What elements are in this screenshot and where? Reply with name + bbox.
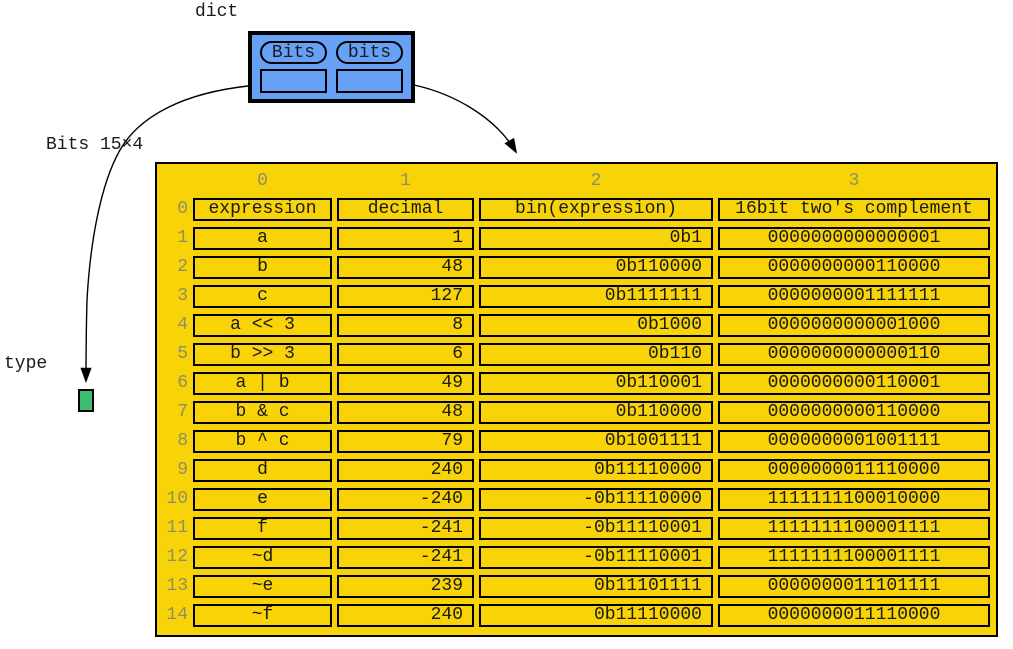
table-cell-r4-c0: a << 3: [193, 314, 332, 337]
table-cell-r8-c3: 0000000001001111: [718, 430, 990, 453]
table-cell-r0-c2: bin(expression): [479, 198, 713, 221]
table-cell-r12-c2: -0b11110001: [479, 546, 713, 569]
table-cell-r2-c2: 0b110000: [479, 256, 713, 279]
dict-node: Bits bits: [248, 31, 415, 103]
table-cell-r4-c2: 0b1000: [479, 314, 713, 337]
dict-variable-label: dict: [195, 2, 239, 22]
row-index-14: 14: [166, 605, 188, 625]
table-cell-r9-c3: 0000000011110000: [718, 459, 990, 482]
table-cell-r0-c1: decimal: [337, 198, 474, 221]
type-label: type: [4, 354, 48, 374]
table-cell-r6-c0: a | b: [193, 372, 332, 395]
table-cell-r3-c1: 127: [337, 285, 474, 308]
table-cell-r2-c1: 48: [337, 256, 474, 279]
table-corner-spacer: [157, 169, 188, 192]
table-cell-r7-c2: 0b110000: [479, 401, 713, 424]
table-cell-r12-c0: ~d: [193, 546, 332, 569]
row-index-11: 11: [166, 518, 188, 538]
dict-key-pill: Bits: [260, 41, 327, 65]
col-index-3: 3: [848, 171, 860, 191]
array-dimensions-label: Bits 15×4: [46, 135, 144, 155]
table-cell-r7-c3: 0000000000110000: [718, 401, 990, 424]
row-index-3: 3: [177, 286, 188, 306]
table-cell-r0-c0: expression: [193, 198, 332, 221]
col-index-1: 1: [400, 171, 411, 191]
table-cell-r5-c2: 0b110: [479, 343, 713, 366]
table-cell-r4-c3: 0000000000001000: [718, 314, 990, 337]
dict-key-pill: bits: [336, 41, 403, 65]
table-cell-r10-c3: 1111111100010000: [718, 488, 990, 511]
row-index-2: 2: [177, 257, 188, 277]
table-cell-r11-c1: -241: [337, 517, 474, 540]
table-cell-r5-c0: b >> 3: [193, 343, 332, 366]
table-cell-r3-c3: 0000000001111111: [718, 285, 990, 308]
dict-entry-bits: bits: [336, 41, 403, 93]
table-cell-r1-c1: 1: [337, 227, 474, 250]
table-cell-r14-c3: 0000000011110000: [718, 604, 990, 627]
table-cell-r5-c3: 0000000000000110: [718, 343, 990, 366]
table-cell-r4-c1: 8: [337, 314, 474, 337]
col-index-2: 2: [590, 171, 602, 191]
arrow-bits-to-table: [413, 84, 518, 154]
table-cell-r13-c2: 0b11101111: [479, 575, 713, 598]
dict-value-slot: [260, 69, 327, 93]
table-cell-r9-c0: d: [193, 459, 332, 482]
dict-entry-Bits: Bits: [260, 41, 327, 93]
row-index-0: 0: [177, 199, 188, 219]
table-cell-r13-c3: 0000000011101111: [718, 575, 990, 598]
table-cell-r3-c0: c: [193, 285, 332, 308]
table-cell-r13-c0: ~e: [193, 575, 332, 598]
type-node: [78, 389, 94, 412]
table-cell-r8-c2: 0b1001111: [479, 430, 713, 453]
table-cell-r11-c0: f: [193, 517, 332, 540]
table-cell-r10-c0: e: [193, 488, 332, 511]
table-cell-r7-c0: b & c: [193, 401, 332, 424]
table-cell-r9-c2: 0b11110000: [479, 459, 713, 482]
table-cell-r10-c1: -240: [337, 488, 474, 511]
table-cell-r14-c1: 240: [337, 604, 474, 627]
table-cell-r9-c1: 240: [337, 459, 474, 482]
table-cell-r5-c1: 6: [337, 343, 474, 366]
row-index-1: 1: [177, 228, 188, 248]
row-index-7: 7: [177, 402, 188, 422]
table-cell-r1-c3: 0000000000000001: [718, 227, 990, 250]
row-index-12: 12: [166, 547, 188, 567]
table-cell-r11-c2: -0b11110001: [479, 517, 713, 540]
table-cell-r1-c0: a: [193, 227, 332, 250]
table-cell-r0-c3: 16bit two's complement: [718, 198, 990, 221]
row-index-6: 6: [177, 373, 188, 393]
table-cell-r12-c3: 1111111100001111: [718, 546, 990, 569]
row-index-8: 8: [177, 431, 188, 451]
table-cell-r2-c0: b: [193, 256, 332, 279]
row-index-10: 10: [166, 489, 188, 509]
row-index-5: 5: [177, 344, 188, 364]
col-index-0: 0: [257, 171, 268, 191]
table-cell-r8-c0: b ^ c: [193, 430, 332, 453]
row-index-9: 9: [177, 460, 188, 480]
table-cell-r2-c3: 0000000000110000: [718, 256, 990, 279]
table-cell-r13-c1: 239: [337, 575, 474, 598]
table-cell-r8-c1: 79: [337, 430, 474, 453]
table-cell-r11-c3: 1111111100001111: [718, 517, 990, 540]
row-index-13: 13: [166, 576, 188, 596]
row-index-4: 4: [177, 315, 188, 335]
table-cell-r3-c2: 0b1111111: [479, 285, 713, 308]
table-cell-r14-c0: ~f: [193, 604, 332, 627]
table-cell-r6-c3: 0000000000110001: [718, 372, 990, 395]
table-cell-r12-c1: -241: [337, 546, 474, 569]
table-cell-r10-c2: -0b11110000: [479, 488, 713, 511]
table-cell-r7-c1: 48: [337, 401, 474, 424]
table-cell-r14-c2: 0b11110000: [479, 604, 713, 627]
table-cell-r1-c2: 0b1: [479, 227, 713, 250]
table-cell-r6-c2: 0b110001: [479, 372, 713, 395]
dict-value-slot: [336, 69, 403, 93]
table-cell-r6-c1: 49: [337, 372, 474, 395]
